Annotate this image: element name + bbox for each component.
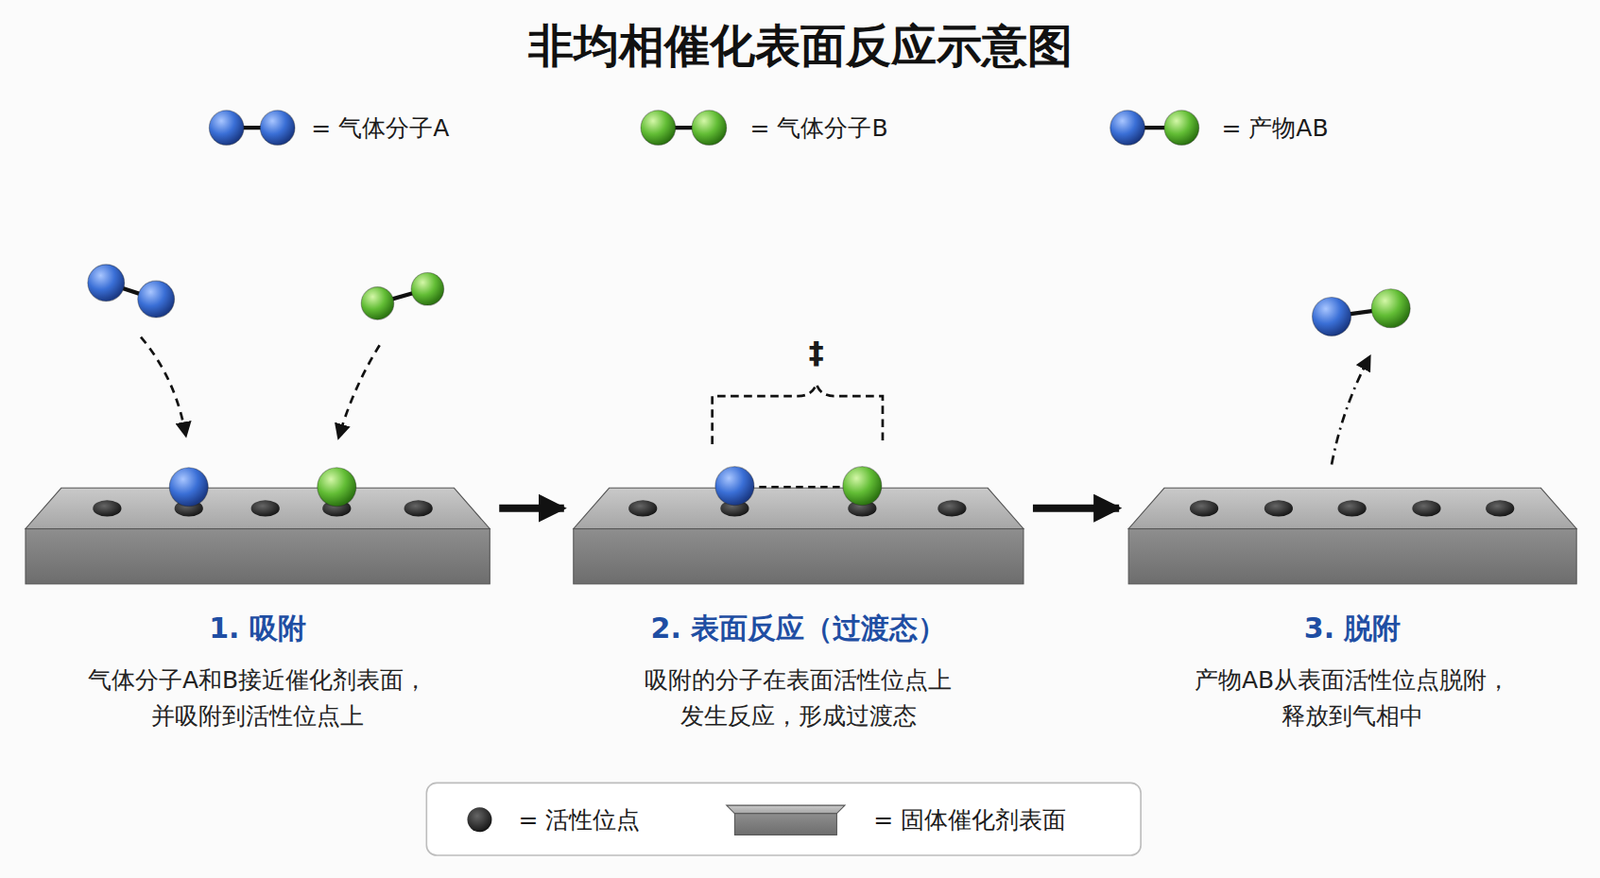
step-arrow — [498, 504, 565, 513]
atom-sphere — [1312, 296, 1352, 336]
legend-box — [426, 782, 1141, 856]
active-site — [628, 499, 657, 517]
atom-sphere — [1371, 289, 1411, 328]
process-stage: 2. 表面反应（过渡态） 吸附的分子在表面活性位点上 发生反应，形成过渡态 — [573, 479, 1024, 735]
active-site — [937, 499, 966, 517]
active-site — [1338, 499, 1367, 517]
atom-sphere — [317, 467, 357, 507]
active-site — [404, 499, 433, 517]
stage-heading: 2. 表面反应（过渡态） — [651, 611, 947, 646]
atom-sphere — [87, 264, 125, 302]
transition-mark: ‡ — [808, 334, 825, 371]
stage-description: 吸附的分子在表面活性位点上 发生反应，形成过渡态 — [637, 662, 960, 735]
title: 非均相催化表面反应示意图 — [528, 16, 1073, 77]
legend-site-icon — [467, 807, 493, 832]
atom-sphere — [137, 280, 175, 318]
adsorbed-atoms — [715, 466, 882, 506]
stage-heading: 3. 脱附 — [1304, 611, 1402, 646]
catalyst-slab — [573, 487, 1024, 584]
atom-sphere — [1110, 110, 1146, 146]
atom-sphere — [843, 466, 882, 506]
molecule-icon — [87, 264, 175, 318]
legend-label: = 产物AB — [1221, 111, 1328, 143]
active-site — [92, 499, 121, 517]
molecule-icon — [208, 110, 295, 146]
atom-sphere — [640, 110, 676, 146]
stage-description: 气体分子A和B接近催化剂表面， 并吸附到活性位点上 — [80, 662, 435, 735]
active-site — [1485, 499, 1514, 517]
molecule-icon — [640, 110, 727, 146]
atom-sphere — [411, 273, 445, 307]
active-site — [1189, 499, 1219, 517]
atom-sphere — [715, 466, 755, 506]
active-site — [1264, 499, 1293, 517]
active-site — [1411, 499, 1441, 517]
step-arrow — [1032, 504, 1119, 513]
legend-label: = 固体催化剂表面 — [873, 804, 1067, 836]
catalyst-slab — [1128, 487, 1577, 584]
approach-arrow — [140, 337, 187, 436]
approach-arrow — [338, 344, 379, 437]
catalyst-slab — [25, 487, 490, 584]
legend-label: = 活性位点 — [517, 804, 640, 836]
adsorbed-atoms — [169, 467, 357, 507]
active-site — [251, 499, 280, 517]
molecule-icon — [1110, 110, 1200, 146]
atom-sphere — [208, 110, 244, 146]
stage-description: 产物AB从表面活性位点脱附， 释放到气相中 — [1191, 662, 1514, 735]
legend-label: = 气体分子A — [310, 111, 449, 143]
atom-sphere — [1164, 110, 1200, 146]
process-stage: 1. 吸附气体分子A和B接近催化剂表面， 并吸附到活性位点上 — [25, 479, 490, 735]
desorb-arrow — [1331, 357, 1370, 465]
transition-bracket — [712, 383, 883, 445]
atom-sphere — [361, 287, 395, 321]
legend-slab-icon — [726, 805, 845, 835]
stage-heading: 1. 吸附 — [208, 611, 307, 646]
process-stage: 3. 脱附产物AB从表面活性位点脱附， 释放到气相中 — [1128, 479, 1577, 735]
molecule-icon — [1312, 289, 1411, 337]
molecule-icon — [361, 273, 444, 321]
atom-sphere — [259, 110, 295, 146]
atom-sphere — [169, 467, 208, 507]
atom-sphere — [691, 110, 727, 146]
legend-label: = 气体分子B — [750, 111, 889, 143]
